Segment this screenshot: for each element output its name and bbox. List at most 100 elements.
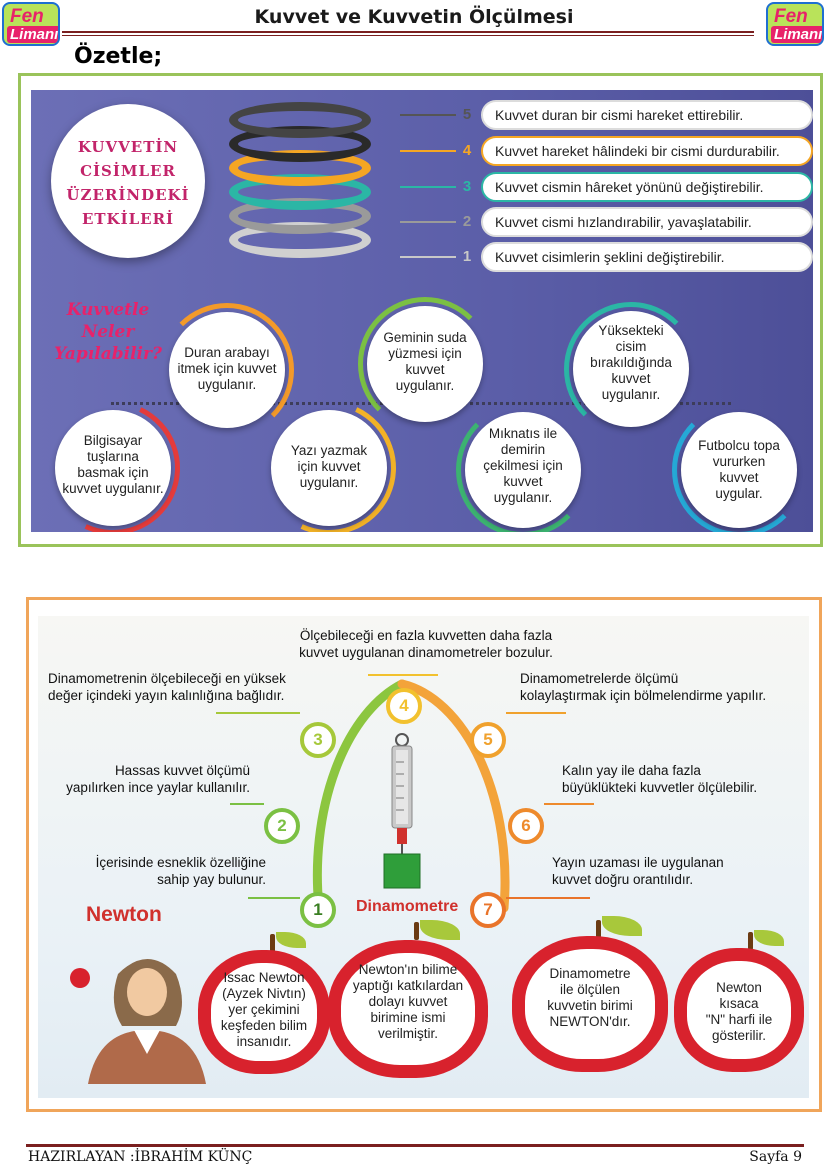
statement-line: yapılırken ince yaylar kullanılır.	[66, 780, 250, 795]
example-bubble	[681, 412, 797, 528]
statement-5-leader	[506, 712, 566, 714]
example-bubble	[367, 306, 483, 422]
fen-limani-logo-right: Fen Limanı	[766, 2, 824, 46]
example-text: Futbolcu topa vururken kuvvet uygular.	[677, 438, 801, 502]
statement-6-text: Kalın yay ile daha fazla büyüklükteki ku…	[562, 762, 757, 796]
statement-7-leader	[506, 897, 590, 899]
statement-3-leader	[216, 712, 300, 714]
effect-leader	[400, 150, 456, 152]
step-4-node: 4	[386, 688, 422, 724]
apple-stem-icon	[270, 934, 275, 952]
effect-leader	[400, 186, 456, 188]
apple-stem-icon	[414, 922, 419, 940]
statement-line: kuvvet uygulanan dinamometreler bozulur.	[299, 645, 553, 660]
step-6-node: 6	[508, 808, 544, 844]
effect-number: 4	[462, 142, 472, 159]
badge-line: CİSİMLER	[80, 162, 176, 180]
example-line: itmek için kuvvet	[177, 361, 277, 376]
header-divider-thin	[62, 35, 754, 36]
badge-line: KUVVETİN	[77, 138, 179, 156]
apple-line: gösterilir.	[711, 1028, 767, 1043]
effect-leader	[400, 221, 456, 223]
dynamometer-panel: Ölçebileceği en fazla kuvvetten daha faz…	[26, 597, 822, 1112]
statement-3-text: Dinamometrenin ölçebileceği en yüksek de…	[48, 670, 286, 704]
header-divider	[62, 31, 754, 33]
effect-leader	[400, 256, 456, 258]
dynamometer-infographic: Ölçebileceği en fazla kuvvetten daha faz…	[38, 616, 809, 1098]
statement-line: sahip yay bulunur.	[157, 872, 266, 887]
newton-portrait-icon	[70, 959, 206, 1084]
example-line: uygulanır.	[601, 387, 661, 402]
footer-divider	[26, 1144, 804, 1147]
example-bubble	[271, 410, 387, 526]
statement-2-text: Hassas kuvvet ölçümü yapılırken ince yay…	[48, 762, 250, 796]
example-line: Duran arabayı	[184, 345, 270, 360]
statement-line: Hassas kuvvet ölçümü	[114, 763, 250, 778]
example-line: uygulanır.	[299, 475, 359, 490]
example-text: Mıknatıs ile demirin çekilmesi için kuvv…	[465, 426, 581, 506]
statement-line: Dinamometrenin ölçebileceği en yüksek	[48, 671, 286, 686]
fen-limani-logo-left: Fen Limanı	[2, 2, 60, 46]
apple-line: Newton'ın bilime	[358, 962, 458, 977]
example-text: Duran arabayı itmek için kuvvet uygulanı…	[165, 345, 289, 393]
example-line: Mıknatıs ile	[488, 426, 558, 441]
example-text: Yüksekteki cisim bırakıldığında kuvvet u…	[573, 323, 689, 403]
effect-number: 3	[462, 178, 472, 195]
apple-line: ile ölçülen	[559, 982, 621, 997]
apple-line: keşfeden bilim	[220, 1018, 308, 1033]
example-text: Bilgisayar tuşlarına basmak için kuvvet …	[55, 433, 171, 497]
effect-number: 5	[462, 106, 472, 123]
apple-text: Issac Newton (Ayzek Nivtın) yer çekimini…	[208, 970, 320, 1050]
statement-line: Yayın uzaması ile uygulanan	[552, 855, 724, 870]
statement-4-text: Ölçebileceği en fazla kuvvetten daha faz…	[276, 627, 576, 661]
question-line: Kuvvetle	[66, 300, 150, 320]
statement-1-leader	[248, 897, 300, 899]
statement-line: Dinamometrelerde ölçümü	[520, 671, 679, 686]
example-line: kuvvet	[503, 474, 543, 489]
effect-text: Kuvvet cisimlerin şeklini değiştirebilir…	[481, 242, 813, 272]
effects-badge: KUVVETİN CİSİMLER ÜZERİNDEKİ ETKİLERİ	[51, 104, 205, 258]
apple-leaf-icon	[276, 932, 306, 948]
apple-leaf-icon	[754, 930, 784, 946]
apple-line: (Ayzek Nivtın)	[222, 986, 306, 1001]
statement-4-leader	[368, 674, 438, 676]
example-arc	[456, 403, 590, 532]
example-line: vururken	[712, 454, 766, 469]
statement-line: kuvvet doğru orantılıdır.	[552, 872, 694, 887]
statement-line: İçerisinde esneklik özelliğine	[95, 855, 266, 870]
example-bubble	[55, 410, 171, 526]
statement-line: Kalın yay ile daha fazla	[562, 763, 701, 778]
statement-line: büyüklükteki kuvvetler ölçülebilir.	[562, 780, 758, 795]
apple-line: verilmiştir.	[378, 1026, 438, 1041]
example-arc	[160, 303, 294, 437]
example-line: uygular.	[715, 486, 763, 501]
page-title: Kuvvet ve Kuvvetin Ölçülmesi	[254, 6, 574, 28]
step-2-node: 2	[264, 808, 300, 844]
example-line: uygulanır.	[197, 377, 257, 392]
section-title: Özetle;	[74, 44, 163, 69]
dynamometer-label: Dinamometre	[356, 898, 459, 915]
statement-5-text: Dinamometrelerde ölçümü kolaylaştırmak i…	[520, 670, 766, 704]
example-bubble	[169, 312, 285, 428]
question-line: Yapılabilir?	[54, 344, 162, 364]
example-text: Geminin suda yüzmesi için kuvvet uygulan…	[367, 330, 483, 394]
apple-leaf-icon	[420, 920, 460, 940]
logo-text: Limanı	[771, 26, 822, 43]
example-arc	[564, 302, 698, 436]
example-line: Yazı yazmak	[290, 443, 368, 458]
apple-line: birimine ismi	[370, 1010, 446, 1025]
example-line: basmak için	[77, 465, 149, 480]
question-line: Neler	[81, 322, 135, 342]
apple-leaf-icon	[602, 916, 642, 936]
example-line: kuvvet	[611, 371, 651, 386]
statement-line: Ölçebileceği en fazla kuvvetten daha faz…	[299, 628, 553, 643]
example-line: çekilmesi için	[483, 458, 563, 473]
apple-line: dolayı kuvvet	[368, 994, 448, 1009]
example-line: kuvvet	[719, 470, 759, 485]
apple-line: Newton	[716, 980, 762, 995]
example-line: bırakıldığında	[590, 355, 672, 370]
spring-scale-icon	[383, 733, 421, 889]
statement-line: değer içindeki yayın kalınlığına bağlıdı…	[48, 688, 285, 703]
effect-text: Kuvvet hareket hâlindeki bir cismi durdu…	[481, 136, 813, 166]
badge-line: ÜZERİNDEKİ	[66, 186, 190, 204]
